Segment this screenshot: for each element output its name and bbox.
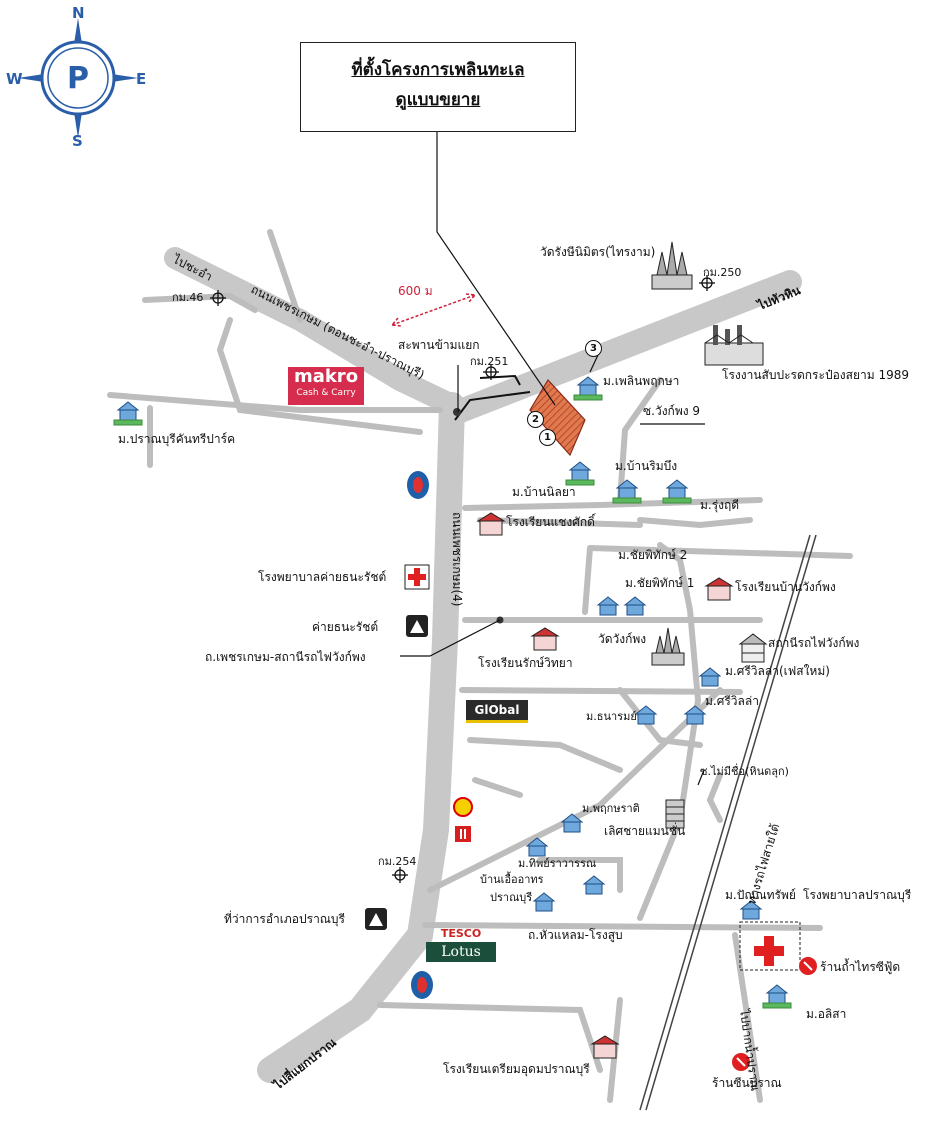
- makro-logo: makro Cash & Carry: [288, 367, 364, 405]
- restaurant-icon-seafood: [799, 957, 817, 975]
- tesco-lotus-logo: TESCO Lotus: [426, 928, 496, 964]
- label-pran-countryside: ม.ปราณบุรีคันทรีปาร์ค: [118, 432, 236, 446]
- compass-w: W: [6, 70, 23, 88]
- label-ban-uea: บ้านเอื้ออาทร: [480, 873, 544, 886]
- label-factory: โรงงานสับปะรดกระป๋องสยาม 1989: [722, 368, 909, 382]
- compass-rose: P: [18, 18, 138, 138]
- ptt-icon-2: [411, 971, 433, 999]
- marker-2: 2: [527, 411, 544, 428]
- temple-icon-wat-rang: [651, 241, 693, 290]
- label-alisa: ม.อลิสา: [806, 1007, 847, 1021]
- tesco-logo-bottom: Lotus: [426, 942, 496, 962]
- school-icons: [476, 512, 734, 1059]
- label-sea-pran: ร้านซีนปราณ: [712, 1076, 782, 1090]
- tesco-logo-top: TESCO: [440, 927, 482, 940]
- label-wang-phong-9: ซ.วังก์พง 9: [643, 404, 701, 418]
- camp-icon: [406, 615, 428, 637]
- fuel-icon: [455, 826, 471, 842]
- ptt-icon-1: [407, 471, 429, 499]
- label-sriwila-new: ม.ศรีวิลล่า(เฟสใหม่): [725, 664, 830, 678]
- label-pranburi: ปราณบุรี: [490, 891, 533, 904]
- km251-label: กม.251: [470, 355, 509, 368]
- label-wat-rang: วัดรังษีนิมิตร(ไทรงาม): [540, 245, 656, 259]
- label-rungruedi: ม.รุ่งฤดี: [700, 498, 740, 512]
- km46-label: กม.46: [172, 291, 204, 304]
- condo-icon: [665, 799, 685, 829]
- label-chai-phithak-1: ม.ชัยพิทักษ์ 1: [625, 576, 695, 590]
- label-ploen-phruksa: ม.เพลินพฤกษา: [603, 374, 680, 388]
- temple-icon-wat-wang: [651, 627, 685, 666]
- label-sriwila: ม.ศรีวิลล่า: [705, 694, 759, 708]
- label-phet-station-road: ถ.เพชรเกษม-สถานีรถไฟวังก์พง: [205, 650, 366, 664]
- factory-icon: [704, 325, 764, 366]
- label-les-chai: เลิศชายแมนชั่น: [604, 824, 686, 838]
- label-panya: ม.ปัณณทรัพย์: [725, 888, 796, 902]
- label-hospital-camp: โรงพยาบาลค่ายธนะรัชต์: [258, 570, 387, 584]
- global-logo: GlObal: [466, 700, 528, 723]
- label-hua-laem-road: ถ.หัวแหลม-โรงสูบ: [528, 928, 623, 942]
- compass-s: S: [72, 132, 83, 150]
- label-mai-mi-chue: ซ.ไม่มีชื่อ(หินดลุก): [700, 765, 789, 778]
- label-school-rak: โรงเรียนรักษ์วิทยา: [478, 656, 573, 670]
- label-chai-phithak-2: ม.ชัยพิทักษ์ 2: [618, 548, 688, 562]
- label-school-triam: โรงเรียนเตรียมอุดมปราณบุรี: [443, 1062, 590, 1076]
- title-box: ที่ตั้งโครงการเพลินทะเล ดูแบบขยาย: [300, 42, 576, 132]
- label-thanarom: ม.ธนารมย์: [586, 710, 637, 723]
- shell-icon: [453, 797, 473, 817]
- hospital-icon-camp: [404, 564, 430, 590]
- label-school-chaeng: โรงเรียนแชงศักดิ์: [506, 515, 595, 529]
- label-thipp: ม.ทิพย์ราวารรณ: [518, 857, 597, 870]
- label-hospital-pran: โรงพยาบาลปราณบุรี: [803, 888, 912, 902]
- road-phetkasem-4: [257, 392, 465, 1083]
- distance-arrow: [390, 293, 477, 327]
- minor-roads: [107, 229, 853, 1103]
- svg-text:P: P: [67, 61, 89, 96]
- label-bridge: สะพานข้ามแยก: [398, 338, 480, 352]
- marker-1: 1: [539, 429, 556, 446]
- label-amphoe: ที่ว่าการอำเภอปราณบุรี: [224, 912, 345, 926]
- km250-label: กม.250: [703, 266, 742, 279]
- label-seafood: ร้านถ้ำไทรซีฟู้ด: [820, 960, 901, 974]
- restaurant-icon-sea-pran: [732, 1053, 750, 1071]
- title-line-2: ดูแบบขยาย: [395, 90, 481, 110]
- road-to-chaam: [164, 247, 463, 416]
- station-icon: [738, 633, 768, 663]
- marker-3: 3: [585, 340, 602, 357]
- road-label-phetkasem-4: ถนนเพชรเกษม(4): [450, 512, 464, 606]
- label-phruksa-rati: ม.พฤกษราติ: [582, 802, 640, 815]
- compass-n: N: [72, 4, 85, 22]
- label-station: สถานีรถไฟวังก์พง: [768, 636, 860, 650]
- km254-label: กม.254: [378, 855, 417, 868]
- railway: [639, 534, 817, 1111]
- makro-logo-sub: Cash & Carry: [296, 388, 356, 398]
- label-ban-rim-bueng: ม.บ้านริมบึง: [615, 459, 678, 473]
- makro-logo-main: makro: [293, 366, 359, 387]
- major-roads: [164, 247, 802, 1083]
- compass-e: E: [136, 70, 147, 88]
- title-line-1: ที่ตั้งโครงการเพลินทะเล: [351, 60, 525, 80]
- label-school-ban-wang: โรงเรียนบ้านวังก์พง: [735, 580, 836, 594]
- label-wat-wang: วัดวังก์พง: [598, 632, 647, 646]
- km-markers: [210, 275, 715, 883]
- amphoe-icon: [365, 908, 387, 930]
- label-ban-nilaya: ม.บ้านนิลยา: [512, 485, 576, 499]
- hospital-icon-pran: [739, 921, 801, 971]
- distance-label: 600 ม: [398, 284, 433, 298]
- leader-lines: [400, 132, 705, 786]
- house-icons: [113, 376, 792, 1009]
- project-site: [529, 379, 586, 457]
- road-to-huahin: [446, 270, 802, 424]
- label-camp: ค่ายธนะรัชต์: [312, 620, 379, 634]
